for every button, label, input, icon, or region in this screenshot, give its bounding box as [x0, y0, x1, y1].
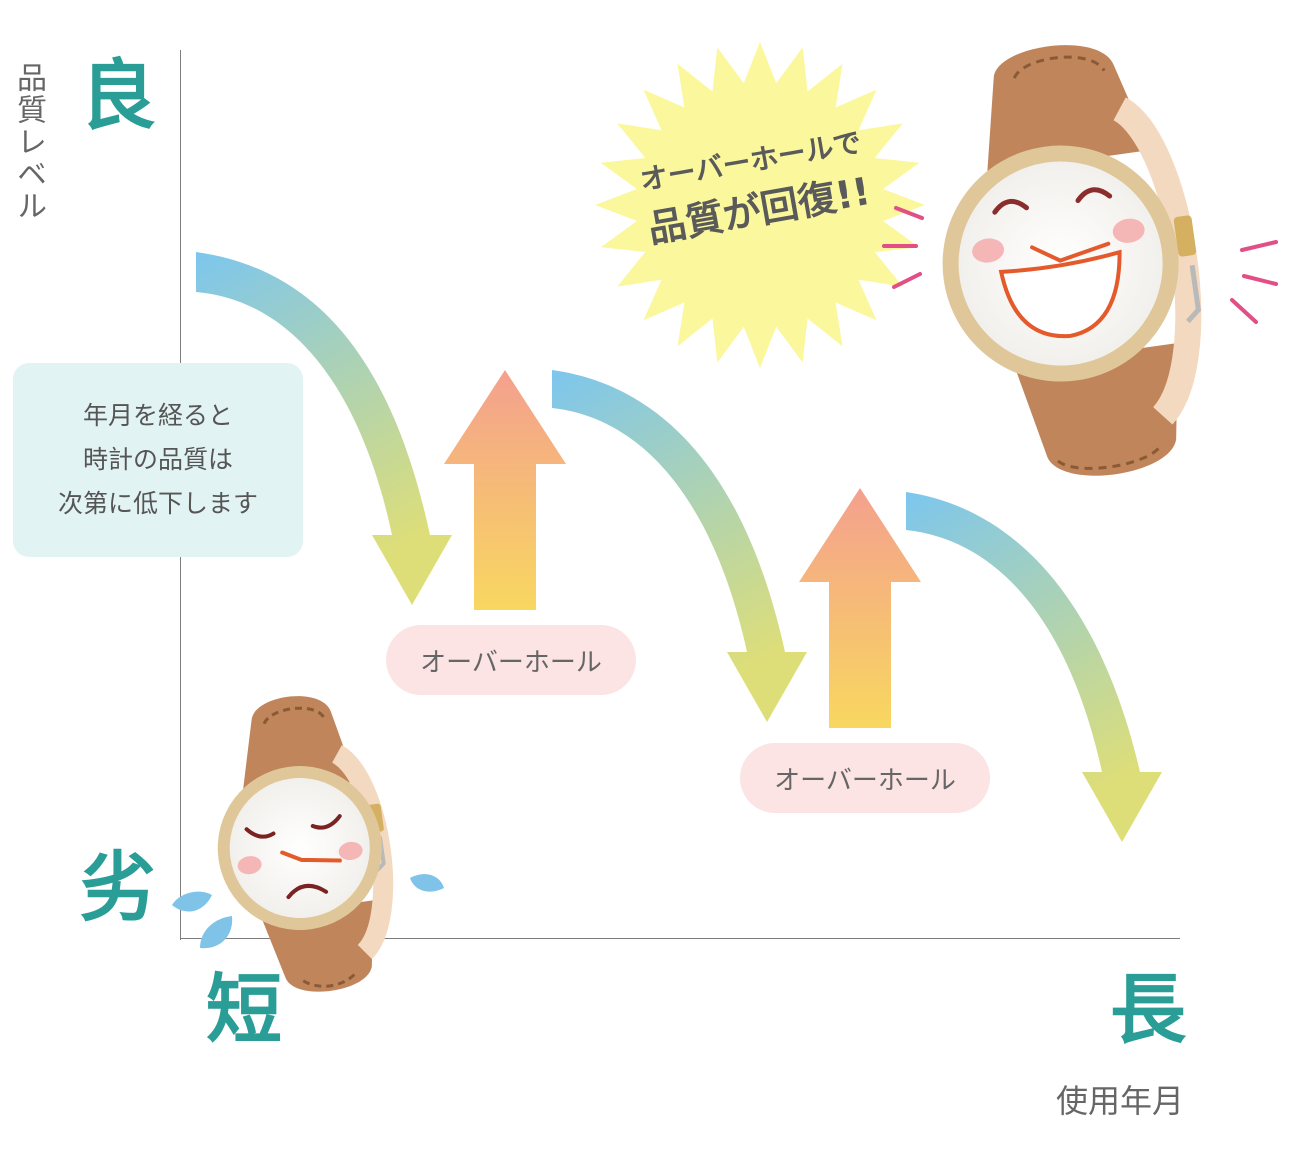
x-axis [180, 938, 1180, 939]
starburst-icon [595, 41, 925, 369]
teardrop-icon [172, 874, 444, 949]
explanation-text: 年月を経ると 時計の品質は 次第に低下します [57, 401, 258, 518]
explanation-box: 年月を経ると 時計の品質は 次第に低下します [13, 363, 303, 557]
up-arrow-icon [444, 370, 566, 610]
up-arrow-icon [799, 488, 921, 728]
overhaul-label-1: オーバーホール [386, 625, 636, 695]
y-axis-top-label: 良 [80, 51, 156, 140]
down-arrow-icon [552, 370, 807, 722]
x-axis-left-label: 短 [206, 965, 282, 1054]
happy-watch-icon [942, 45, 1202, 476]
x-axis-right-label: 長 [1110, 965, 1186, 1054]
y-axis-label: 品質レベル [11, 62, 46, 222]
down-arrow-icon [196, 252, 452, 605]
overhaul-label-2: オーバーホール [740, 743, 990, 813]
down-arrow-icon [906, 492, 1162, 842]
y-axis-bottom-label: 劣 [80, 843, 156, 932]
x-axis-label: 使用年月 [1055, 1082, 1184, 1120]
sparkle-lines [882, 206, 1278, 324]
sad-watch-icon [217, 696, 394, 992]
